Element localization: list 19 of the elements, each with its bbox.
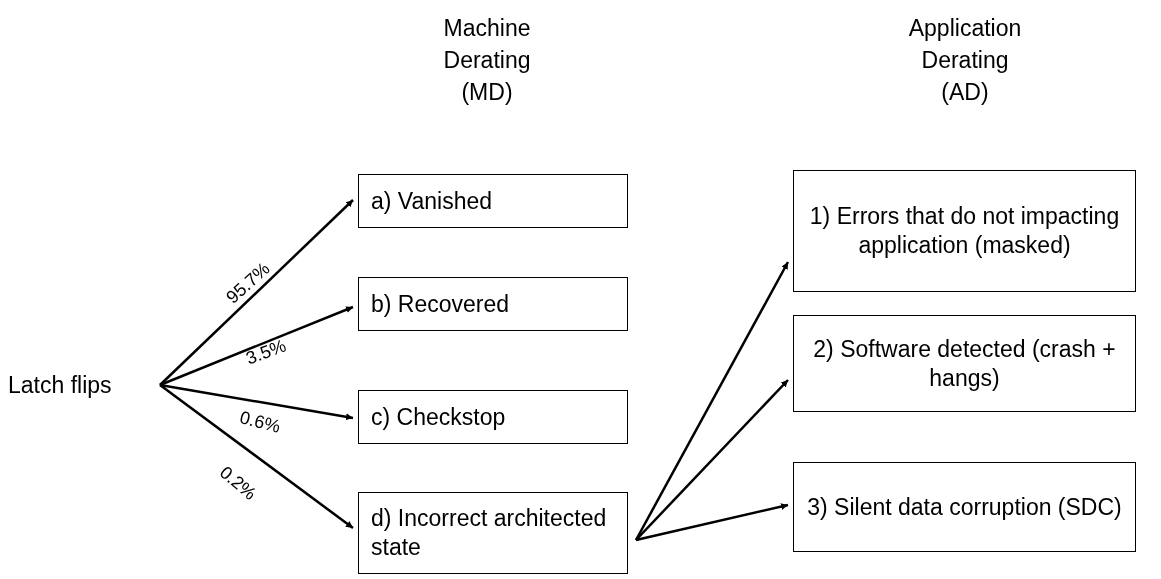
arrow — [159, 305, 354, 387]
arrow — [159, 383, 354, 421]
arrow — [635, 379, 789, 541]
arrow — [159, 199, 354, 386]
arrow — [634, 261, 790, 541]
outcome-box: d) Incorrect architected state — [358, 492, 628, 574]
outcome-box: b) Recovered — [358, 277, 628, 331]
arrow — [635, 503, 789, 542]
outcome-box: c) Checkstop — [358, 390, 628, 444]
outcome-box: 2) Software detected (crash + hangs) — [793, 315, 1136, 412]
outcome-box: 1) Errors that do not impacting application (masked) — [793, 170, 1136, 292]
outcome-box: 3) Silent data corruption (SDC) — [793, 462, 1136, 552]
outcome-box: a) Vanished — [358, 174, 628, 228]
arrow — [159, 384, 354, 529]
column-heading: Application Derating (AD) — [907, 14, 1023, 107]
column-heading: Machine Derating (MD) — [442, 14, 532, 107]
edge-label: 3.5% — [243, 335, 289, 369]
node-label: Latch flips — [8, 365, 158, 405]
edge-label: 0.6% — [237, 407, 283, 437]
